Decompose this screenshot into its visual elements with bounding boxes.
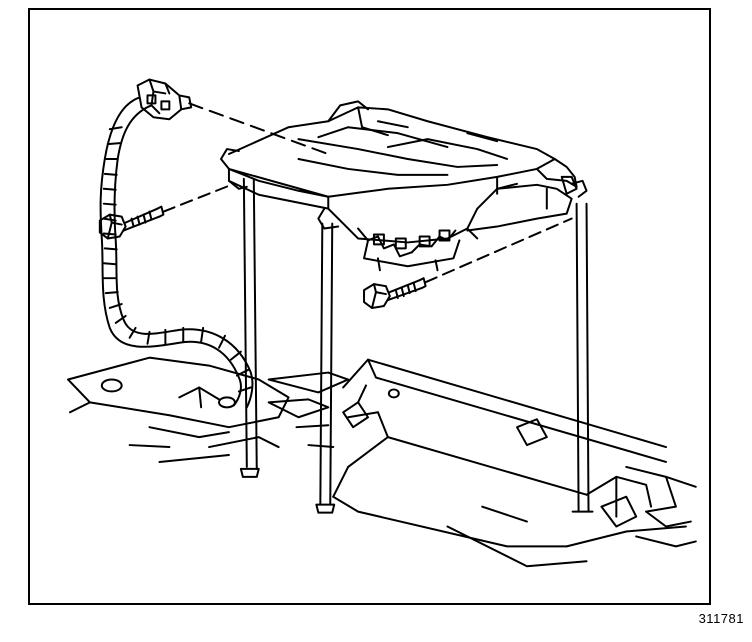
figure-number: 311781 [698,611,744,626]
bolt-icon [363,277,427,309]
connector-alignment-line [188,102,330,156]
bolt-icon [98,205,165,240]
control-module-icon [220,100,588,272]
wiring-harness-icon [99,96,254,409]
bolt-left-alignment-line [162,182,235,213]
connector-icon [136,78,193,121]
illustration-frame [28,8,711,605]
exploded-view-diagram [67,78,697,568]
vehicle-floor-icon [67,356,697,568]
mounting-bracket-icon [239,177,594,514]
bolt-center-alignment-line [424,217,573,284]
